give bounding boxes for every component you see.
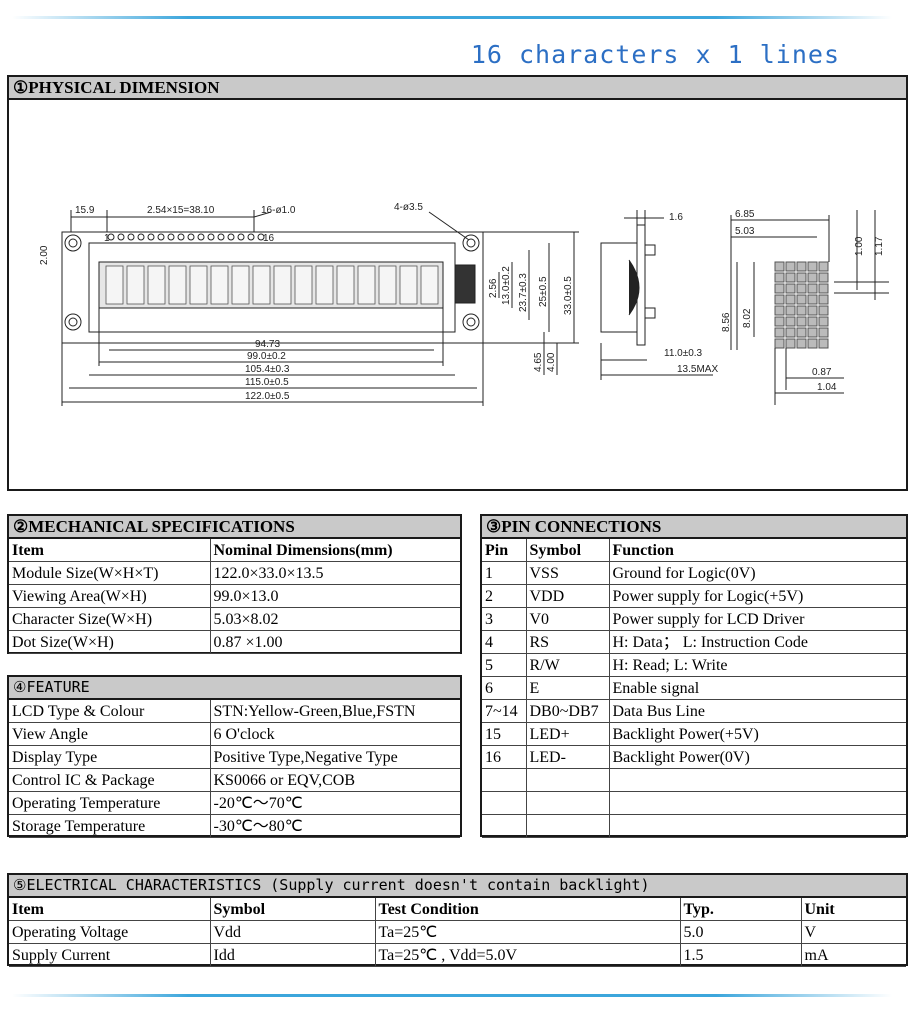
pin-holes — [107, 233, 265, 241]
dim-1-6: 1.6 — [669, 212, 683, 223]
mount-hole-tr — [462, 234, 480, 252]
dim-94-73: 94.73 — [255, 339, 280, 350]
mount-hole-br — [462, 313, 480, 331]
header-nominal: Nominal Dimensions(mm) — [209, 539, 460, 562]
dim-115: 115.0±0.5 — [245, 377, 289, 388]
table-row — [482, 791, 906, 815]
lcd-character-cells — [105, 265, 439, 305]
table-header-row: Pin Symbol Function — [482, 539, 906, 562]
table-row: Operating Temperature-20℃～70℃ — [9, 791, 460, 815]
table-row: Character Size(W×H)5.03×8.02 — [9, 607, 460, 631]
dim-25: 25±0.5 — [538, 276, 549, 307]
page-headline: 16 characters x 1 lines — [470, 40, 840, 69]
pin-1-label: 1 — [104, 233, 110, 244]
top-accent-line — [12, 16, 892, 19]
electrical-panel: ⑤ELECTRICAL CHARACTERISTICS (Supply curr… — [7, 873, 908, 967]
dim-6-85: 6.85 — [735, 209, 755, 220]
dim-15-9: 15.9 — [75, 205, 95, 216]
dim-23-7: 23.7±0.3 — [518, 273, 529, 312]
table-row: Storage Temperature-30℃～80℃ — [9, 814, 460, 838]
dim-105-4: 105.4±0.3 — [245, 364, 290, 375]
table-row — [482, 768, 906, 792]
dim-1-04: 1.04 — [817, 382, 837, 393]
bottom-accent-line — [12, 994, 892, 997]
dim-2-00: 2.00 — [39, 245, 50, 265]
dimension-drawing: 15.9 2.54×15=38.10 16-ø1.0 4-ø3.5 2.00 1… — [39, 202, 889, 406]
dim-13-0: 13.0±0.2 — [501, 266, 512, 305]
dim-0-87: 0.87 — [812, 367, 832, 378]
dim-8-56: 8.56 — [721, 312, 732, 332]
electrical-title: ⑤ELECTRICAL CHARACTERISTICS (Supply curr… — [9, 875, 906, 898]
dim-5-03: 5.03 — [735, 226, 755, 237]
table-row: Module Size(W×H×T)122.0×33.0×13.5 — [9, 561, 460, 585]
physical-dimension-panel: ①PHYSICAL DIMENSION — [7, 75, 908, 491]
mount-hole-bl — [64, 313, 82, 331]
dim-1-17: 1.17 — [874, 236, 885, 256]
table-header-row: Item Symbol Test Condition Typ. Unit — [9, 898, 906, 921]
table-header-row: Item Nominal Dimensions(mm) — [9, 539, 460, 562]
physical-dimension-title: ①PHYSICAL DIMENSION — [9, 77, 906, 100]
dim-11-0: 11.0±0.3 — [664, 348, 703, 359]
table-row — [482, 814, 906, 838]
electrical-table: Item Symbol Test Condition Typ. Unit Ope… — [9, 898, 906, 967]
header-item: Item — [9, 539, 211, 562]
table-row: Viewing Area(W×H)99.0×13.0 — [9, 584, 460, 608]
dim-mount-holes: 4-ø3.5 — [394, 202, 423, 213]
dim-13-5: 13.5MAX — [677, 364, 718, 375]
dim-33: 33.0±0.5 — [563, 276, 574, 315]
dim-8-02: 8.02 — [742, 308, 753, 328]
dim-pin-holes: 16-ø1.0 — [261, 205, 296, 216]
character-dot-matrix — [774, 261, 829, 349]
mechanical-spec-table: Item Nominal Dimensions(mm) Module Size(… — [9, 539, 460, 654]
dim-122: 122.0±0.5 — [245, 391, 290, 402]
dim-2-56: 2.56 — [488, 278, 499, 298]
dim-99: 99.0±0.2 — [247, 351, 286, 362]
pin-16-label: 16 — [263, 233, 275, 244]
backlight-connector — [454, 264, 476, 304]
mechanical-spec-panel: ②MECHANICAL SPECIFICATIONS Item Nominal … — [7, 514, 462, 654]
dim-pin-pitch: 2.54×15=38.10 — [147, 205, 215, 216]
pin-connections-title: ③PIN CONNECTIONS — [482, 516, 906, 539]
dim-4-00: 4.00 — [546, 352, 557, 372]
feature-title: ④FEATURE — [9, 677, 460, 700]
mount-hole-tl — [64, 234, 82, 252]
module-outline — [61, 231, 484, 344]
table-row: Dot Size(W×H)0.87 ×1.00 — [9, 630, 460, 654]
dim-4-65: 4.65 — [533, 352, 544, 372]
dim-1-00: 1.00 — [854, 236, 865, 256]
mechanical-spec-title: ②MECHANICAL SPECIFICATIONS — [9, 516, 460, 539]
